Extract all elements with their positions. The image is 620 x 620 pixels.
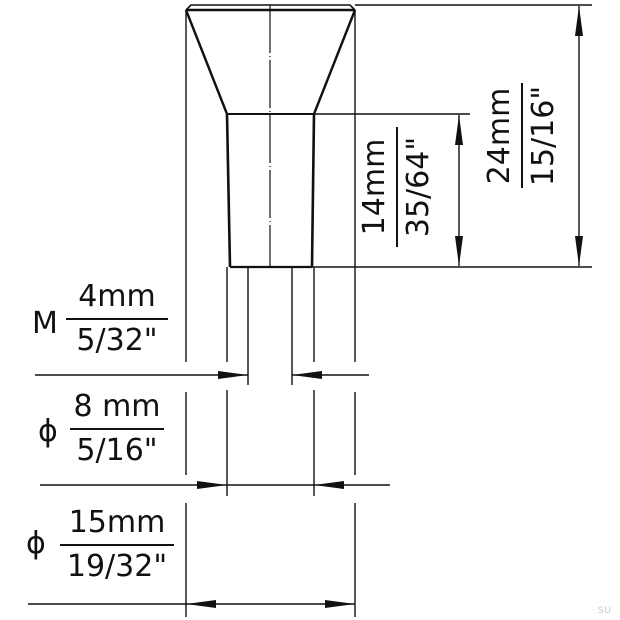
fraction-bar — [66, 318, 168, 320]
head-diameter-imperial: 19/32" — [66, 549, 168, 584]
fraction-bar — [521, 83, 523, 189]
stem-right-edge — [310, 113, 316, 268]
stem-left-edge — [225, 113, 232, 268]
thread-metric: 4mm — [78, 279, 156, 314]
fraction-bar — [396, 127, 398, 247]
total-height-metric: 24mm — [482, 87, 517, 185]
fraction-bar — [60, 544, 174, 546]
base-diameter-imperial: 5/16" — [76, 433, 158, 468]
total-height-label: 24mm 15/16" — [482, 76, 561, 196]
thread-dimension-label: 4mm 5/32" — [66, 282, 168, 356]
base-diameter-metric: 8 mm — [73, 389, 161, 424]
watermark: SU — [597, 606, 612, 616]
thread-imperial: 5/32" — [76, 323, 158, 358]
head-diameter-label: 15mm 19/32" — [60, 508, 174, 582]
cone-right-edge — [312, 9, 357, 115]
cone-left-edge — [184, 9, 229, 115]
stem-height-imperial: 35/64" — [401, 136, 436, 238]
stem-height-label: 14mm 35/64" — [357, 117, 436, 257]
thread-prefix: M — [32, 306, 58, 341]
knob-outline — [184, 4, 357, 269]
total-height-imperial: 15/16" — [526, 85, 561, 187]
fraction-bar — [70, 428, 164, 430]
head-diameter-metric: 15mm — [68, 505, 166, 540]
stem-height-metric: 14mm — [357, 138, 392, 236]
diameter-symbol-icon: ϕ — [38, 414, 58, 449]
diameter-symbol-icon: ϕ — [26, 526, 46, 561]
base-diameter-label: 8 mm 5/16" — [70, 392, 164, 466]
width-extension-lines — [185, 10, 356, 617]
height-extension-lines — [312, 4, 592, 268]
